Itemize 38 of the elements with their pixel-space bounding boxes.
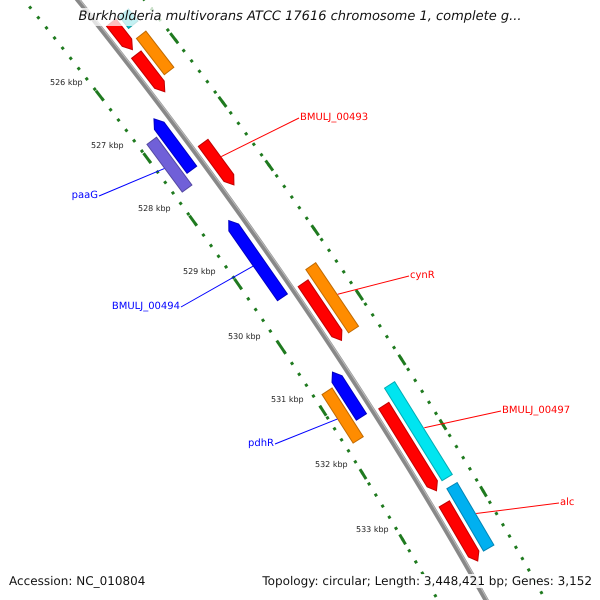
gene-bar <box>321 387 364 444</box>
pointed-gene-feature <box>130 50 166 92</box>
pointed-gene-feature <box>297 279 342 342</box>
tick-label: 527 kbp <box>91 141 124 151</box>
tick-label: 532 kbp <box>315 460 348 470</box>
gene-label: paaG <box>72 190 98 202</box>
gene-bar <box>384 380 453 482</box>
pointed-gene-feature <box>332 371 368 421</box>
tick-label: 529 kbp <box>183 267 216 277</box>
tick-label: 531 kbp <box>271 395 304 405</box>
gene-label: BMULJ_00494 <box>112 301 180 313</box>
leader-line <box>337 276 410 295</box>
leader-line <box>180 266 254 308</box>
gene-label: cynR <box>410 270 435 282</box>
genome-info-text: Topology: circular; Length: 3,448,421 bp; Genes: 3,152 <box>262 574 592 588</box>
accession-text: Accession: NC_010804 <box>9 574 146 588</box>
gene-label: BMULJ_00497 <box>502 405 570 417</box>
leader-line <box>98 168 165 196</box>
leader-line <box>424 410 502 428</box>
pointed-gene-feature <box>378 402 438 492</box>
gene-label: pdhR <box>248 438 274 450</box>
tick-label: 530 kbp <box>228 332 261 342</box>
gene-bar <box>305 262 360 334</box>
gene-bar <box>446 482 495 552</box>
leader-line <box>274 418 338 444</box>
gene-bar <box>146 136 193 193</box>
pointed-gene-feature <box>438 500 480 562</box>
gene-bar <box>136 30 175 76</box>
pointed-gene-feature <box>153 118 198 174</box>
tick-label: 533 kbp <box>356 525 389 535</box>
gene-label: BMULJ_00493 <box>300 112 368 124</box>
pointed-gene-feature <box>228 220 288 302</box>
leader-line <box>476 502 560 514</box>
gene-label: alc <box>560 497 574 509</box>
tick-label: 526 kbp <box>50 78 83 88</box>
leader-line <box>220 118 300 158</box>
tick-label: 528 kbp <box>138 204 171 214</box>
pointed-gene-feature <box>198 138 234 186</box>
